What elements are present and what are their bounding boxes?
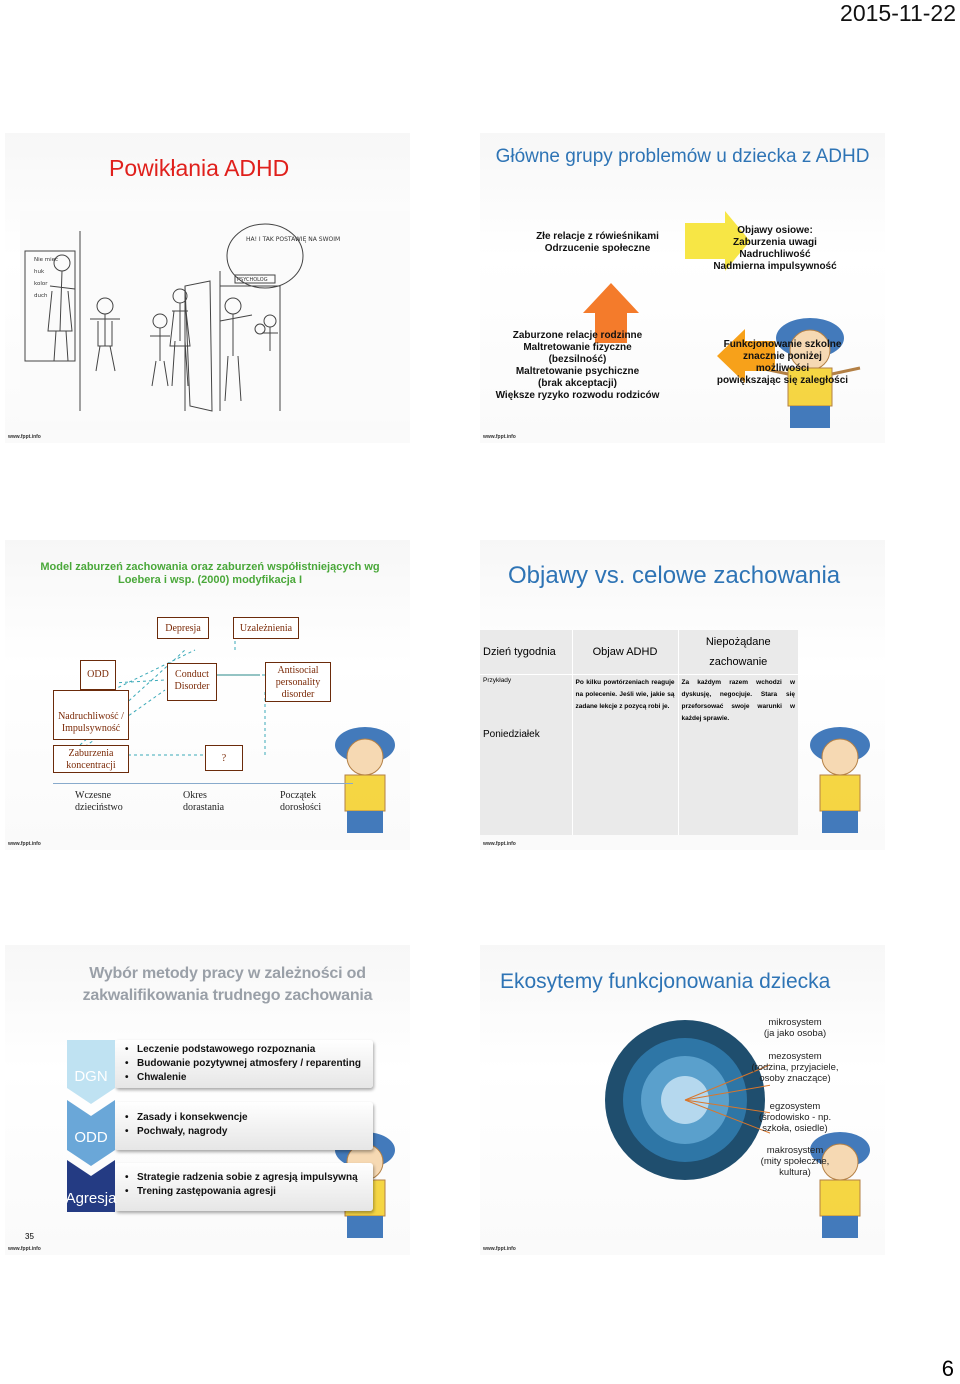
box-question: ? [205, 745, 243, 771]
list-item: Strategie radzenia sobie z agresją impul… [125, 1171, 358, 1185]
slide-glowne-grupy: Główne grupy problemów u dziecka z ADHD … [480, 133, 885, 443]
level-items-agresja: Strategie radzenia sobie z agresją impul… [125, 1171, 358, 1199]
list-item: Zasady i konsekwencje [125, 1111, 248, 1125]
footer-url: www.fppt.info [483, 841, 516, 847]
footer-url: www.fppt.info [8, 1246, 41, 1252]
svg-text:kolor: kolor [34, 281, 48, 287]
ecosystem-rings [605, 1020, 770, 1180]
slide-title: Główne grupy problemów u dziecka z ADHD [495, 146, 870, 167]
cycle-item-core-symptoms: Objawy osiowe: Zaburzenia uwagi Nadruchl… [713, 225, 837, 272]
timeline-line [53, 783, 353, 784]
svg-text:Nie mieć: Nie mieć [34, 256, 58, 263]
box-uzaleznienia: Uzależnienia [233, 617, 299, 639]
system-macro: makrosystem (mity społeczne, kultura) [760, 1145, 830, 1178]
list-item: Trening zastępowania agresji [125, 1185, 358, 1199]
box-zaburzenia-koncentracji: Zaburzenia koncentracji [53, 745, 129, 773]
system-micro: mikrosystem (ja jako osoba) [763, 1017, 827, 1039]
level-items-odd: Zasady i konsekwencje Pochwały, nagrody [125, 1111, 248, 1139]
svg-text:huk: huk [34, 269, 45, 275]
example-label: Przykłady [483, 677, 512, 684]
speech-bubble-text: HA! I TAK POSTAWIĘ NA SWOIM [246, 236, 340, 243]
slide-objawy-vs-zachowania: Objawy vs. celowe zachowania Dzień tygod… [480, 540, 885, 850]
slide-title: Model zaburzeń zachowania oraz zaburzeń … [40, 561, 380, 586]
system-exo: egzosystem (środowisko - np. szkoła, osi… [758, 1101, 832, 1134]
level-label-agresja: Agresja [65, 1189, 117, 1207]
cycle-item-peers: Złe relacje z rówieśnikami Odrzucenie sp… [536, 231, 659, 254]
list-item: Leczenie podstawowego rozpoznania [125, 1043, 361, 1057]
row-day-monday: Poniedziałek [480, 727, 573, 835]
footer-url: www.fppt.info [483, 434, 516, 440]
col-header-symptom: Objaw ADHD [572, 630, 679, 675]
box-antisocial: Antisocial personality disorder [265, 662, 331, 702]
level-label-dgn: DGN [74, 1067, 108, 1085]
cycle-item-family: Zaburzone relacje rodzinne Maltretowanie… [495, 330, 660, 401]
slide-number: 35 [25, 1232, 34, 1241]
slide-title: Wybór metody pracy w zależności od zakwa… [82, 965, 373, 1004]
door-sign-text: PSYCHOLOG [237, 277, 268, 283]
cartoon-boy-image [810, 727, 870, 833]
example-symptom: Po kilku powtórzeniach reaguje na polece… [572, 674, 679, 727]
cycle-item-school: Funkcjonowanie szkolne znacznie poniżej … [716, 339, 849, 386]
slide-wybor-metody: Wybór metody pracy w zależności od zakwa… [5, 945, 410, 1255]
cycle-arrows [583, 211, 775, 383]
slide-title: Objawy vs. celowe zachowania [508, 562, 841, 589]
cartoon-illustration: Nie mieć huk kolor duch HA! I TAK POSTAW… [20, 211, 410, 421]
example-behavior: Za każdym razem wchodzi w dyskusję, nego… [678, 674, 798, 727]
svg-text:duch: duch [34, 293, 48, 299]
footer-url: www.fppt.info [8, 841, 41, 847]
footer-url: www.fppt.info [483, 1246, 516, 1252]
slide-model-zaburzen: Model zaburzeń zachowania oraz zaburzeń … [5, 540, 410, 850]
stage-adulthood: Początek dorosłości [280, 790, 322, 813]
slide-ekosystemy: Ekosytemy funkcjonowania dziecka mikrosy… [480, 945, 885, 1255]
box-depresja: Depresja [157, 617, 209, 639]
box-conduct-disorder: Conduct Disorder [167, 663, 217, 701]
slide-powiklania: Powikłania ADHD Nie mieć huk kolor duch … [5, 133, 410, 443]
level-chevrons [67, 1040, 115, 1212]
stage-adolescence: Okres dorastania [183, 790, 225, 813]
box-nadruchliwosc: Nadruchliwość / Impulsywność [53, 690, 129, 740]
level-items-dgn: Leczenie podstawowego rozpoznania Budowa… [125, 1043, 361, 1085]
col-header-day: Dzień tygodnia [480, 630, 573, 675]
col-header-behavior: Niepożądane zachowanie [705, 636, 771, 668]
symptoms-table: Dzień tygodnia Objaw ADHD Niepożądane za… [480, 630, 798, 835]
level-label-odd: ODD [74, 1128, 108, 1146]
page-number: 6 [941, 1356, 954, 1381]
cartoon-boy-image [335, 727, 395, 833]
slide-title: Powikłania ADHD [109, 155, 290, 181]
list-item: Chwalenie [125, 1071, 361, 1085]
slide-title: Ekosytemy funkcjonowania dziecka [500, 970, 831, 993]
list-item: Budowanie pozytywnej atmosfery / reparen… [125, 1057, 361, 1071]
list-item: Pochwały, nagrody [125, 1125, 248, 1139]
box-odd: ODD [80, 660, 116, 690]
system-meso: mezosystem (rodzina, przyjaciele, osoby … [751, 1051, 839, 1084]
footer-url: www.fppt.info [8, 434, 41, 440]
stage-early: Wczesne dzieciństwo [75, 790, 123, 813]
cartoon-boy-image [810, 1132, 870, 1238]
header-date: 2015-11-22 [840, 0, 956, 26]
